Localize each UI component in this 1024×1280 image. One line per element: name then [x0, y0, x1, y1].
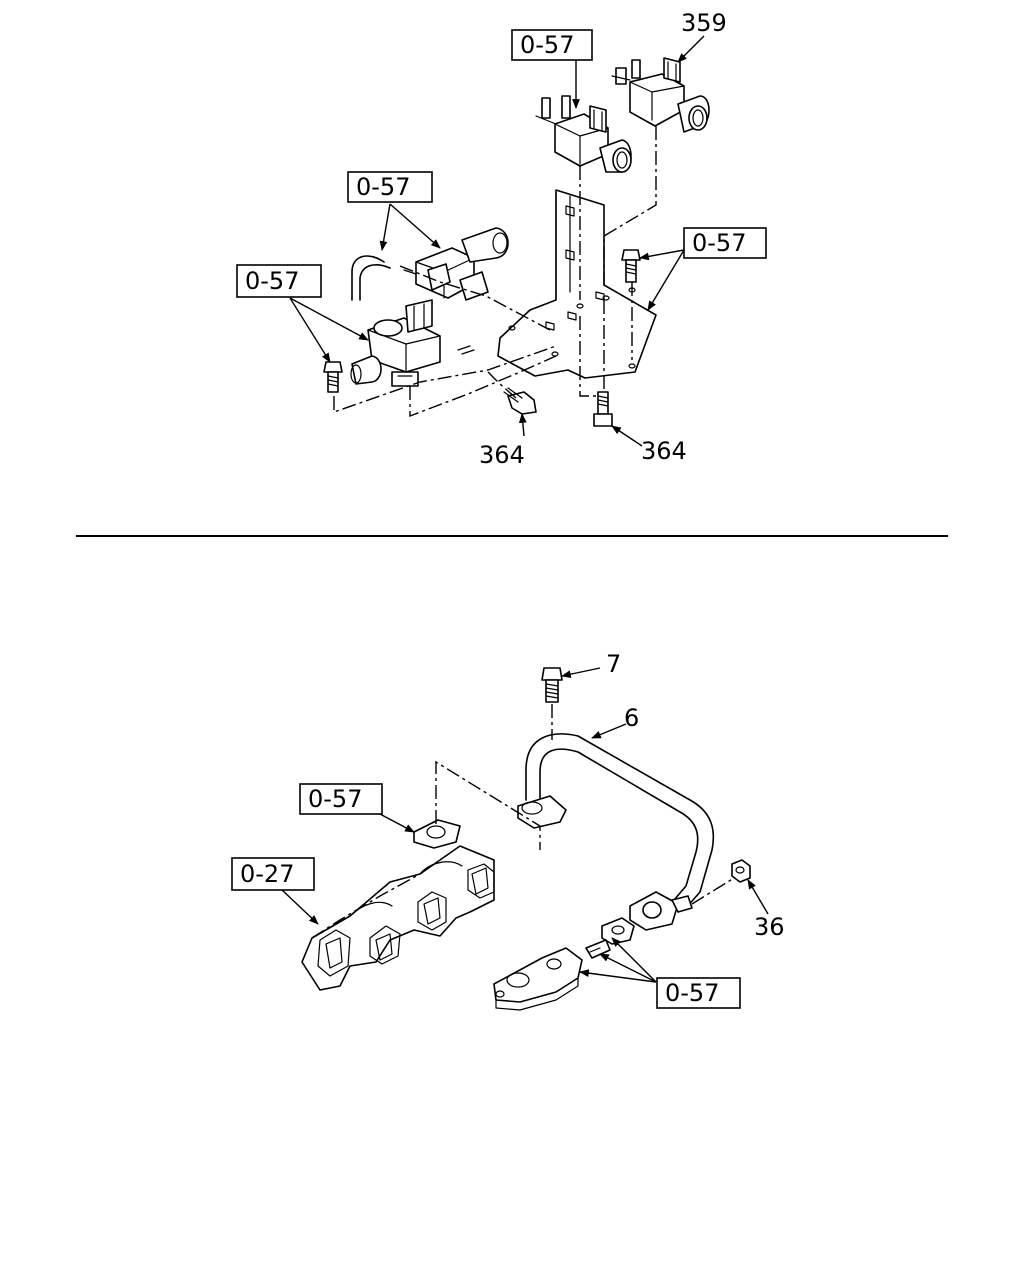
egr-solenoid-valve: [350, 299, 441, 387]
bolt-left: [323, 361, 343, 393]
egr-pipe-6: [517, 733, 715, 931]
upper-assembly: 359 0-57 0-57 0-57 0-57 364 364: [236, 9, 767, 469]
ref-box-left-mid: 0-57: [347, 171, 433, 203]
mounting-bracket: [457, 189, 657, 379]
lower-assembly: 7 6 0-57 0-27 36 0-57: [231, 650, 785, 1011]
upper-leaders: [289, 35, 705, 447]
bolt-7: [541, 667, 563, 703]
ref-box-top: 0-57: [511, 29, 593, 61]
gasket: [413, 819, 461, 849]
exhaust-manifold: [301, 845, 495, 991]
flange-gasket-bolt: [585, 917, 635, 959]
ref-box-left: 0-57: [236, 264, 322, 298]
ref-box-top-label: 0-57: [520, 31, 574, 59]
callout-6: 6: [624, 704, 639, 732]
ref-box-bottom: 0-57: [656, 977, 741, 1009]
ref-box-gasket-label: 0-57: [308, 785, 362, 813]
nut-36: [731, 859, 751, 883]
vacuum-switching-valve-upper: [535, 95, 632, 173]
assembly-lines: [333, 126, 657, 418]
callout-7: 7: [606, 650, 621, 678]
ref-box-bottom-label: 0-57: [665, 979, 719, 1007]
callout-364-left: 364: [479, 441, 525, 469]
ref-box-manifold-label: 0-27: [240, 860, 294, 888]
vacuum-switching-valve-middle: [351, 227, 509, 301]
bolt-364-vertical: [593, 391, 613, 427]
lower-leaders: [281, 667, 769, 983]
exhaust-flange-adaptor: [493, 947, 583, 1011]
ref-box-manifold: 0-27: [231, 857, 315, 891]
pipe-6-to-nut-line: [691, 877, 735, 905]
vacuum-switching-valve-359: [611, 57, 710, 133]
ref-box-gasket: 0-57: [299, 783, 383, 815]
callout-36: 36: [754, 913, 785, 941]
gasket-line: [435, 760, 541, 850]
ref-box-left-label: 0-57: [245, 267, 299, 295]
ref-box-right: 0-57: [683, 227, 767, 259]
callout-364-right: 364: [641, 437, 687, 465]
ref-box-right-label: 0-57: [692, 229, 746, 257]
callout-359: 359: [681, 9, 727, 37]
bolt-right-top: [621, 249, 641, 283]
ref-box-left-mid-label: 0-57: [356, 173, 410, 201]
